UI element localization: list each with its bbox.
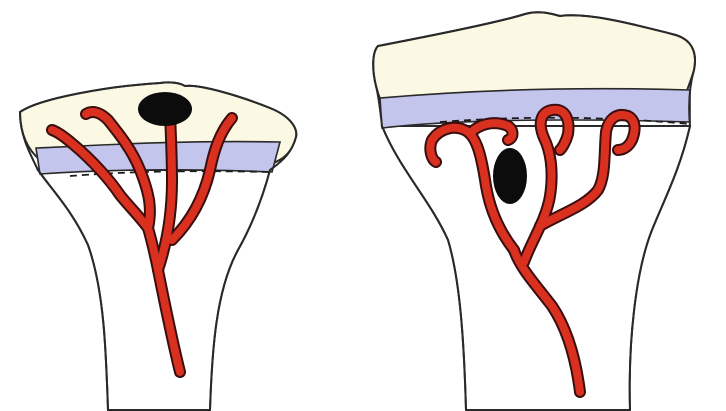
left-lesion	[138, 92, 192, 126]
right-lesion	[493, 148, 527, 204]
left-bone	[20, 82, 296, 410]
right-bone	[373, 12, 695, 410]
right-diaphysis	[382, 126, 690, 410]
